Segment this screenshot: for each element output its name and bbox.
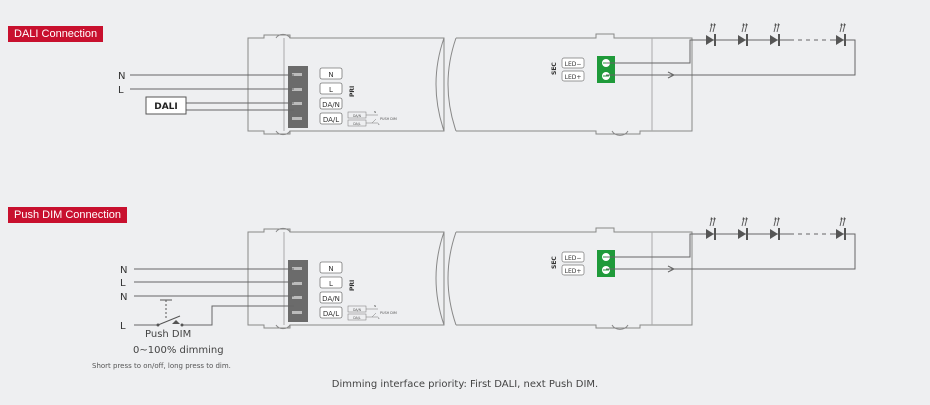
dali-driver-diagram: N L DA/N DA/L PRI DA/N DA/L PUSH DIM N L… — [118, 22, 856, 136]
pri-dan-label-2: DA/N — [322, 295, 340, 303]
sec-led-minus-label-2: LED− — [565, 255, 582, 262]
mini-n-label: N — [374, 110, 376, 114]
push-dim-mini-label: PUSH DIM — [380, 117, 397, 121]
pri-n-label-2: N — [328, 265, 333, 273]
pri-label: PRI — [349, 86, 356, 97]
pri-l-label: L — [329, 86, 333, 94]
mini-dan-label: DA/N — [353, 114, 362, 118]
sec-label: SEC — [551, 62, 558, 75]
pd-input-l1-label: L — [120, 278, 126, 289]
dali-input-l-label: L — [118, 85, 124, 96]
push-dim-hint: Short press to on/off, long press to dim… — [92, 362, 231, 370]
mini-dan-label-2: DA/N — [353, 308, 362, 312]
pd-input-l2-label: L — [120, 321, 126, 332]
pri-dal-label-2: DA/L — [323, 310, 339, 318]
sec-led-plus-label-2: LED+ — [565, 268, 582, 275]
mini-l-label: L — [378, 122, 380, 126]
mini-dal-label-2: DA/L — [353, 316, 361, 320]
push-dim-driver-diagram: N L DA/N DA/L PRI DA/N DA/L PUSH DIM N L… — [120, 216, 856, 332]
sec-led-plus-label: LED+ — [565, 74, 582, 81]
push-dim-label: Push DIM — [145, 329, 192, 340]
pri-dan-label: DA/N — [322, 101, 340, 109]
pri-l-label-2: L — [329, 280, 333, 288]
pd-input-n1-label: N — [120, 265, 127, 276]
sec-led-minus-label: LED− — [565, 61, 582, 68]
pd-input-n2-label: N — [120, 292, 127, 303]
sec-label-2: SEC — [551, 256, 558, 269]
dali-input-n-label: N — [118, 71, 125, 82]
dali-section-badge: DALI Connection — [8, 26, 104, 42]
mini-n-label-2: N — [374, 304, 376, 308]
pri-label-2: PRI — [349, 280, 356, 291]
push-dim-section-badge: Push DIM Connection — [8, 207, 127, 223]
mini-l-label-2: L — [378, 316, 380, 320]
mini-dal-label: DA/L — [353, 122, 361, 126]
pri-n-label: N — [328, 71, 333, 79]
pri-dal-label: DA/L — [323, 116, 339, 124]
priority-note: Dimming interface priority: First DALI, … — [331, 379, 599, 390]
dali-bus-label: DALI — [154, 102, 178, 112]
push-dim-mini-label-2: PUSH DIM — [380, 311, 397, 315]
dimming-range-label: 0~100% dimming — [133, 345, 224, 356]
